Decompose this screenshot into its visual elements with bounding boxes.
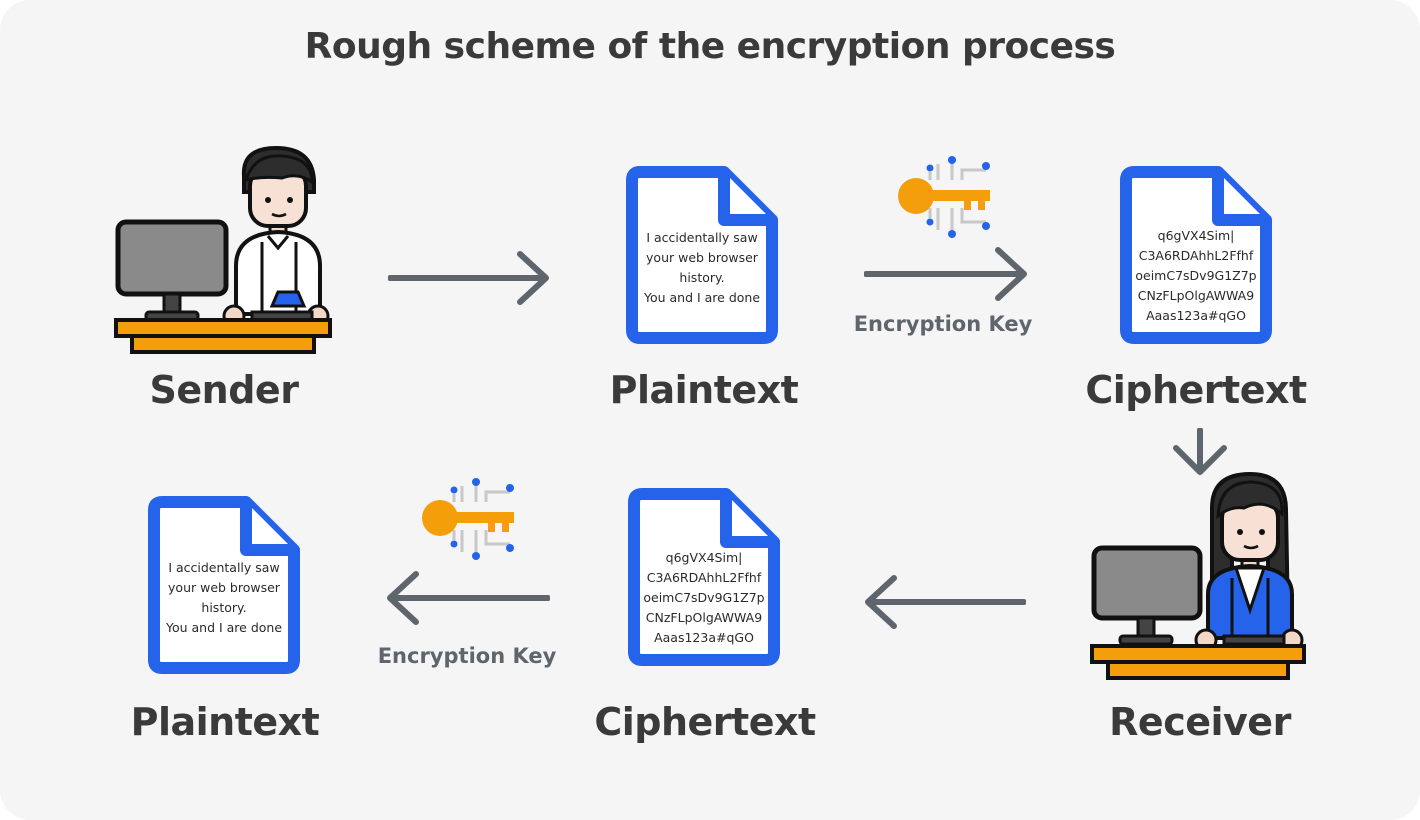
text-line: q6gVX4Sim| xyxy=(1157,228,1235,243)
receiver-label: Receiver xyxy=(1109,700,1291,744)
document-icon xyxy=(628,488,780,666)
sender-label: Sender xyxy=(149,368,299,412)
text-line: CNzFLpOlgAWWA9 xyxy=(645,610,763,625)
text-line: I accidentally saw xyxy=(168,560,280,575)
text-line: C3A6RDAhhL2Ffhf xyxy=(1138,248,1254,263)
key-icon xyxy=(898,156,990,238)
plaintext-message: I accidentally saw your web browser hist… xyxy=(636,228,768,308)
plaintext-label-bottom: Plaintext xyxy=(130,700,320,744)
plaintext-label-top: Plaintext xyxy=(609,368,799,412)
diagram-title: Rough scheme of the encryption process xyxy=(304,26,1116,67)
text-line: q6gVX4Sim| xyxy=(665,550,743,565)
text-line: oeimC7sDv9G1Z7p xyxy=(643,590,765,605)
document-icon xyxy=(626,166,778,344)
plaintext-document-bottom: I accidentally saw your web browser hist… xyxy=(148,496,300,674)
ciphertext-message: q6gVX4Sim| C3A6RDAhhL2Ffhf oeimC7sDv9G1Z… xyxy=(1130,226,1262,326)
text-line: I accidentally saw xyxy=(646,230,758,245)
sender-person-icon xyxy=(114,146,332,354)
arrow-down-icon xyxy=(1173,428,1227,475)
text-line: history. xyxy=(201,600,247,615)
text-line: your web browser xyxy=(646,250,758,265)
ciphertext-document-bottom: q6gVX4Sim| C3A6RDAhhL2Ffhf oeimC7sDv9G1Z… xyxy=(628,488,780,666)
key-icon xyxy=(422,478,514,560)
arrow-left-icon xyxy=(387,571,550,625)
text-line: oeimC7sDv9G1Z7p xyxy=(1135,268,1257,283)
document-icon xyxy=(1120,166,1272,344)
arrow-left-icon xyxy=(865,575,1026,629)
text-line: your web browser xyxy=(168,580,280,595)
ciphertext-label-bottom: Ciphertext xyxy=(594,700,816,744)
ciphertext-document-top: q6gVX4Sim| C3A6RDAhhL2Ffhf oeimC7sDv9G1Z… xyxy=(1120,166,1272,344)
text-line: CNzFLpOlgAWWA9 xyxy=(1137,288,1255,303)
encryption-key-label-top: Encryption Key xyxy=(853,312,1033,336)
plaintext-document-top: I accidentally saw your web browser hist… xyxy=(626,166,778,344)
arrow-right-icon xyxy=(864,247,1027,301)
ciphertext-label-top: Ciphertext xyxy=(1085,368,1307,412)
text-line: You and I are done xyxy=(165,620,283,635)
receiver-person-icon xyxy=(1090,471,1306,680)
text-line: You and I are done xyxy=(643,290,761,305)
text-line: C3A6RDAhhL2Ffhf xyxy=(646,570,762,585)
encryption-key-label-bottom: Encryption Key xyxy=(377,644,557,668)
plaintext-message: I accidentally saw your web browser hist… xyxy=(158,558,290,638)
ciphertext-message: q6gVX4Sim| C3A6RDAhhL2Ffhf oeimC7sDv9G1Z… xyxy=(638,548,770,648)
text-line: Aaas123a#qGO xyxy=(1146,308,1246,323)
document-icon xyxy=(148,496,300,674)
text-line: history. xyxy=(679,270,725,285)
text-line: Aaas123a#qGO xyxy=(654,630,754,645)
arrow-right-icon xyxy=(388,251,549,305)
